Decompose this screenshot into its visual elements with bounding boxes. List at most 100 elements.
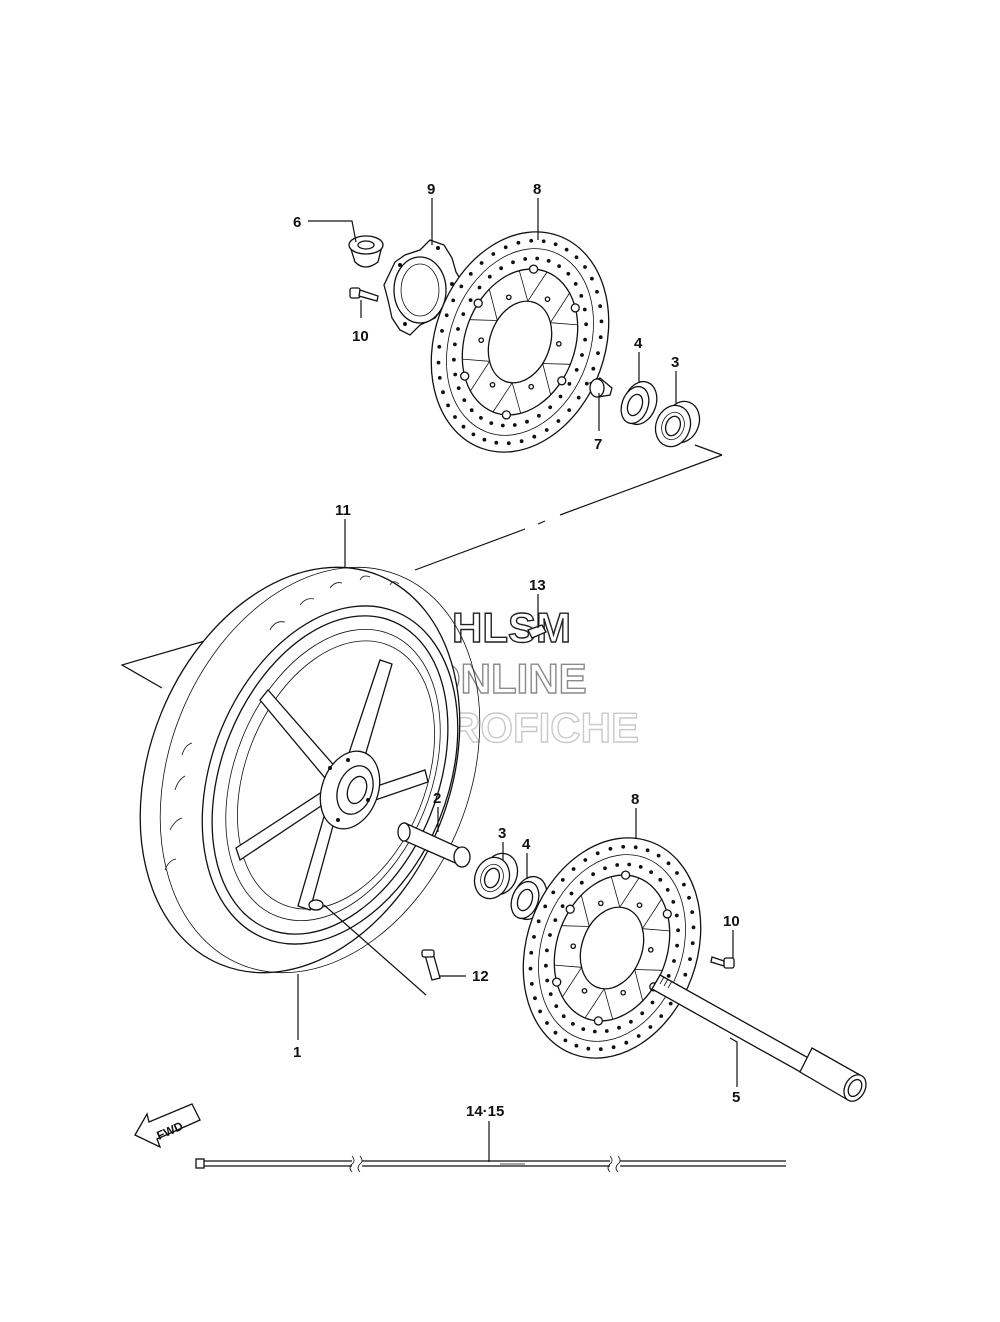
callout-7: 7 — [594, 436, 602, 453]
disc-perforation — [633, 845, 638, 850]
disc-perforation — [675, 871, 679, 875]
callout-numbers: 6 9 8 10 4 3 7 11 13 2 3 4 8 10 12 1 5 1… — [293, 181, 740, 1120]
disc-perforation — [456, 327, 460, 331]
disc-rivet — [557, 376, 567, 386]
disc-carrier-spoke — [642, 898, 670, 932]
disc-perforation — [604, 1029, 609, 1033]
disc-perforation — [511, 260, 515, 265]
oil-seal-part-4-top — [620, 380, 658, 426]
callout-6: 6 — [293, 214, 301, 231]
callout-8-top: 8 — [533, 181, 541, 198]
disc-bolt-hole — [505, 294, 512, 301]
disc-perforation — [672, 959, 676, 963]
disc-perforation — [489, 421, 494, 425]
disc-perforation — [461, 312, 466, 316]
disc-perforation — [461, 424, 466, 429]
disc-perforation — [544, 428, 549, 432]
bearing-part-3-top — [654, 400, 701, 448]
disc-perforation — [617, 1025, 621, 1030]
leader-lines — [297, 198, 738, 1162]
disc-bolt-hole — [544, 296, 551, 303]
disc-bolt-hole — [555, 340, 562, 347]
disc-perforation — [645, 848, 650, 853]
disc-perforation — [666, 861, 671, 866]
disc-perforation — [574, 368, 579, 372]
disc-perforation — [581, 1027, 586, 1031]
disc-perforation — [516, 240, 521, 245]
disc-perforation — [627, 862, 632, 867]
callout-8-bottom: 8 — [631, 791, 639, 808]
spacer-tube-part-2 — [397, 822, 471, 868]
disc-perforation — [583, 858, 588, 862]
disc-perforation — [598, 335, 603, 340]
disc-perforation — [469, 408, 474, 413]
disc-perforation — [536, 919, 541, 924]
disc-perforation — [554, 1004, 559, 1008]
disc-rivet — [460, 371, 470, 381]
rim-part-1 — [211, 615, 449, 935]
disc-perforation — [459, 284, 464, 289]
disc-perforation — [584, 381, 589, 386]
disc-perforation — [545, 1021, 549, 1025]
balance-weight-part-13 — [527, 624, 547, 639]
disc-perforation — [441, 390, 445, 395]
disc-perforation — [556, 419, 561, 423]
disc-perforation — [611, 1045, 616, 1050]
disc-perforation — [452, 357, 456, 362]
callout-10-top: 10 — [352, 328, 369, 345]
disc-perforation — [546, 259, 551, 263]
disc-perforation — [598, 1047, 603, 1052]
disc-bolt-hole — [528, 383, 535, 390]
disc-perforation — [462, 398, 467, 402]
disc-perforation — [621, 844, 626, 849]
disc-perforation — [571, 1022, 575, 1026]
callout-13: 13 — [529, 577, 546, 594]
disc-perforation — [595, 851, 600, 856]
callout-4-bottom: 4 — [522, 836, 531, 853]
disc-carrier-spoke — [492, 382, 522, 414]
disc-carrier-spoke — [518, 270, 548, 302]
assembly-lines — [120, 444, 723, 689]
disc-perforation — [567, 408, 572, 412]
brake-disc-part-8-bottom — [522, 837, 702, 1059]
disc-perforation — [528, 966, 533, 971]
disc-perforation — [582, 307, 587, 312]
disc-perforation — [503, 245, 508, 250]
disc-perforation — [440, 329, 444, 333]
disc-perforation — [479, 261, 484, 265]
disc-perforation — [561, 1014, 566, 1019]
disc-perforation — [436, 360, 441, 365]
disc-perforation — [506, 441, 511, 446]
disc-perforation — [477, 285, 482, 290]
disc-rivet — [552, 977, 562, 987]
disc-perforation — [533, 996, 537, 1001]
strip-part-14-15 — [195, 1155, 786, 1173]
disc-perforation — [519, 439, 524, 444]
disc-perforation — [456, 386, 461, 390]
disc-perforation — [583, 265, 587, 269]
disc-perforation — [558, 394, 563, 399]
disc-perforation — [649, 870, 653, 874]
disc-perforation — [494, 440, 499, 445]
disc-carrier-spoke — [634, 969, 663, 1001]
disc-perforation — [564, 247, 569, 252]
disc-perforation — [548, 992, 553, 996]
bolt-part-10-top — [349, 287, 379, 302]
callout-12: 12 — [472, 968, 489, 985]
disc-perforation — [551, 890, 556, 895]
disc-rivet — [473, 298, 483, 308]
disc-perforation — [548, 933, 552, 937]
sensor-rotor-part-9 — [383, 239, 463, 336]
disc-rivet — [620, 870, 631, 880]
disc-perforation — [636, 1034, 641, 1038]
callout-3-top: 3 — [671, 354, 679, 371]
spacer-part-7 — [589, 377, 613, 398]
disc-perforation — [592, 1029, 597, 1034]
disc-perforation — [690, 910, 695, 914]
bearing-part-3-bottom — [473, 852, 519, 900]
disc-perforation — [591, 872, 595, 877]
disc-carrier-spoke — [610, 876, 640, 908]
disc-perforation — [586, 1046, 591, 1051]
bolt-part-10-bottom — [710, 956, 735, 969]
disc-perforation — [487, 274, 492, 279]
